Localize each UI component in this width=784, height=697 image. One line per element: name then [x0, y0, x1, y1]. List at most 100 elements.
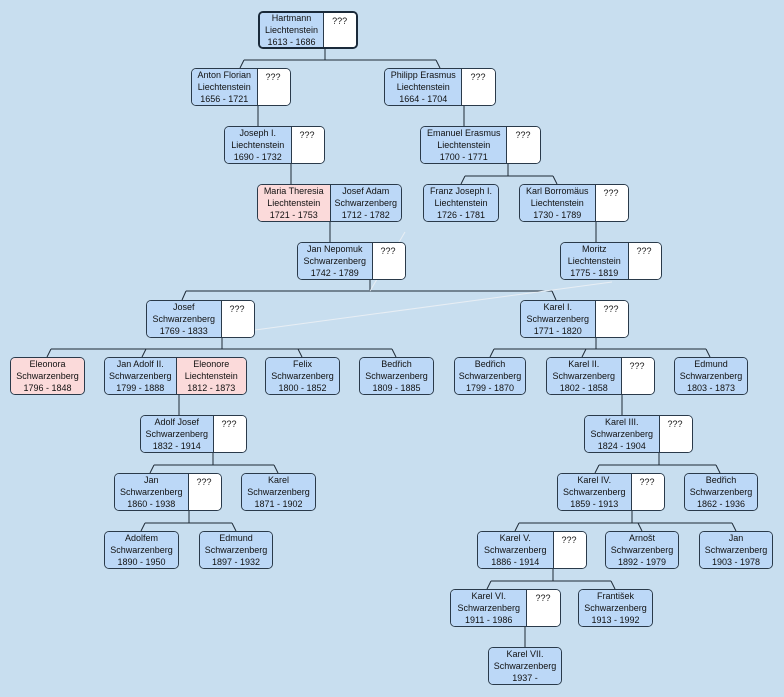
unknown-spouse-cell[interactable]: ??? — [187, 474, 221, 510]
person-dates: 1802 - 1858 — [559, 383, 608, 393]
person-dates: 1690 - 1732 — [233, 152, 282, 162]
unknown-spouse-cell[interactable]: ??? — [526, 590, 560, 626]
person-dates: 1862 - 1936 — [696, 499, 746, 509]
unknown-spouse-cell[interactable]: ??? — [594, 301, 628, 337]
person-surname: Schwarzenberg — [110, 545, 173, 555]
unknown-spouse-label: ??? — [332, 16, 348, 26]
unknown-spouse-cell[interactable]: ??? — [461, 69, 495, 105]
unknown-spouse-cell[interactable]: ??? — [220, 301, 254, 337]
person-name: František — [596, 591, 634, 601]
unknown-spouse-cell[interactable]: ??? — [506, 127, 540, 163]
person-name: Anton Florian — [197, 70, 252, 80]
unknown-spouse-cell[interactable]: ??? — [371, 243, 405, 279]
person-name: Karel — [267, 475, 289, 485]
person-name: Bedřich — [705, 475, 737, 485]
unknown-spouse-cell[interactable]: ??? — [658, 416, 692, 452]
unknown-spouse-cell[interactable]: ??? — [256, 69, 290, 105]
unknown-spouse-label: ??? — [515, 130, 531, 140]
unknown-spouse-cell[interactable]: ??? — [290, 127, 324, 163]
unknown-spouse-cell[interactable]: ??? — [594, 185, 628, 221]
person-name: Jan Adolf II. — [116, 359, 164, 369]
person-dates: 1812 - 1873 — [187, 383, 236, 393]
unknown-spouse-cell[interactable]: ??? — [630, 474, 664, 510]
unknown-spouse-cell[interactable]: ??? — [323, 13, 356, 47]
unknown-spouse-cell[interactable]: ??? — [620, 358, 654, 394]
unknown-spouse-cell[interactable]: ??? — [212, 416, 246, 452]
unknown-spouse-cell[interactable]: ??? — [552, 532, 586, 568]
unknown-spouse-cell[interactable]: ??? — [627, 243, 661, 279]
person-name: Hartmann — [271, 13, 312, 23]
person-dates: 1730 - 1789 — [533, 210, 582, 220]
person-surname: Schwarzenberg — [247, 487, 310, 497]
